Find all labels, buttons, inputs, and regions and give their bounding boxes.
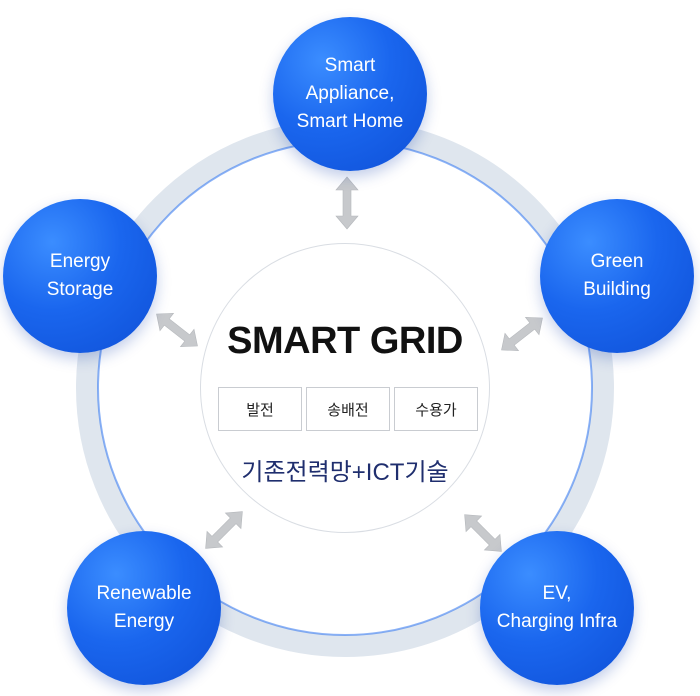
node-smart-home-line-1: Smart [324,55,376,76]
node-energy-storage: Energy Storage [3,199,157,353]
diagram-title: SMART GRID [227,320,463,362]
node-ev-charging: EV, Charging Infra [480,531,634,685]
node-ev-charging-line-1: EV, [542,583,572,604]
node-smart-home-line-2: Appliance, [305,83,395,104]
arrow-bottom-left [205,511,243,549]
node-green-building-line-2: Building [583,279,651,300]
node-green-building: Green Building [540,199,694,353]
node-renewable-energy-line-1: Renewable [96,583,192,604]
diagram-subtitle: 기존전력망+ICT기술 [241,459,449,486]
box-consumer: 수용가 [394,387,478,431]
box-generation: 발전 [218,387,302,431]
node-green-building-line-1: Green [590,251,644,272]
arrow-left [156,313,198,347]
category-boxes: 발전 송배전 수용가 [218,387,478,431]
node-smart-home: Smart Appliance, Smart Home [273,17,427,171]
arrow-right [501,317,543,351]
arrow-top [335,176,359,230]
node-ev-charging-line-2: Charging Infra [496,611,618,632]
node-smart-home-line-3: Smart Home [296,111,404,132]
node-energy-storage-line-1: Energy [49,251,111,272]
arrow-bottom-right [464,514,502,552]
node-renewable-energy-line-2: Energy [113,611,175,632]
box-transmission: 송배전 [306,387,390,431]
node-energy-storage-line-2: Storage [46,279,114,300]
node-renewable-energy: Renewable Energy [67,531,221,685]
